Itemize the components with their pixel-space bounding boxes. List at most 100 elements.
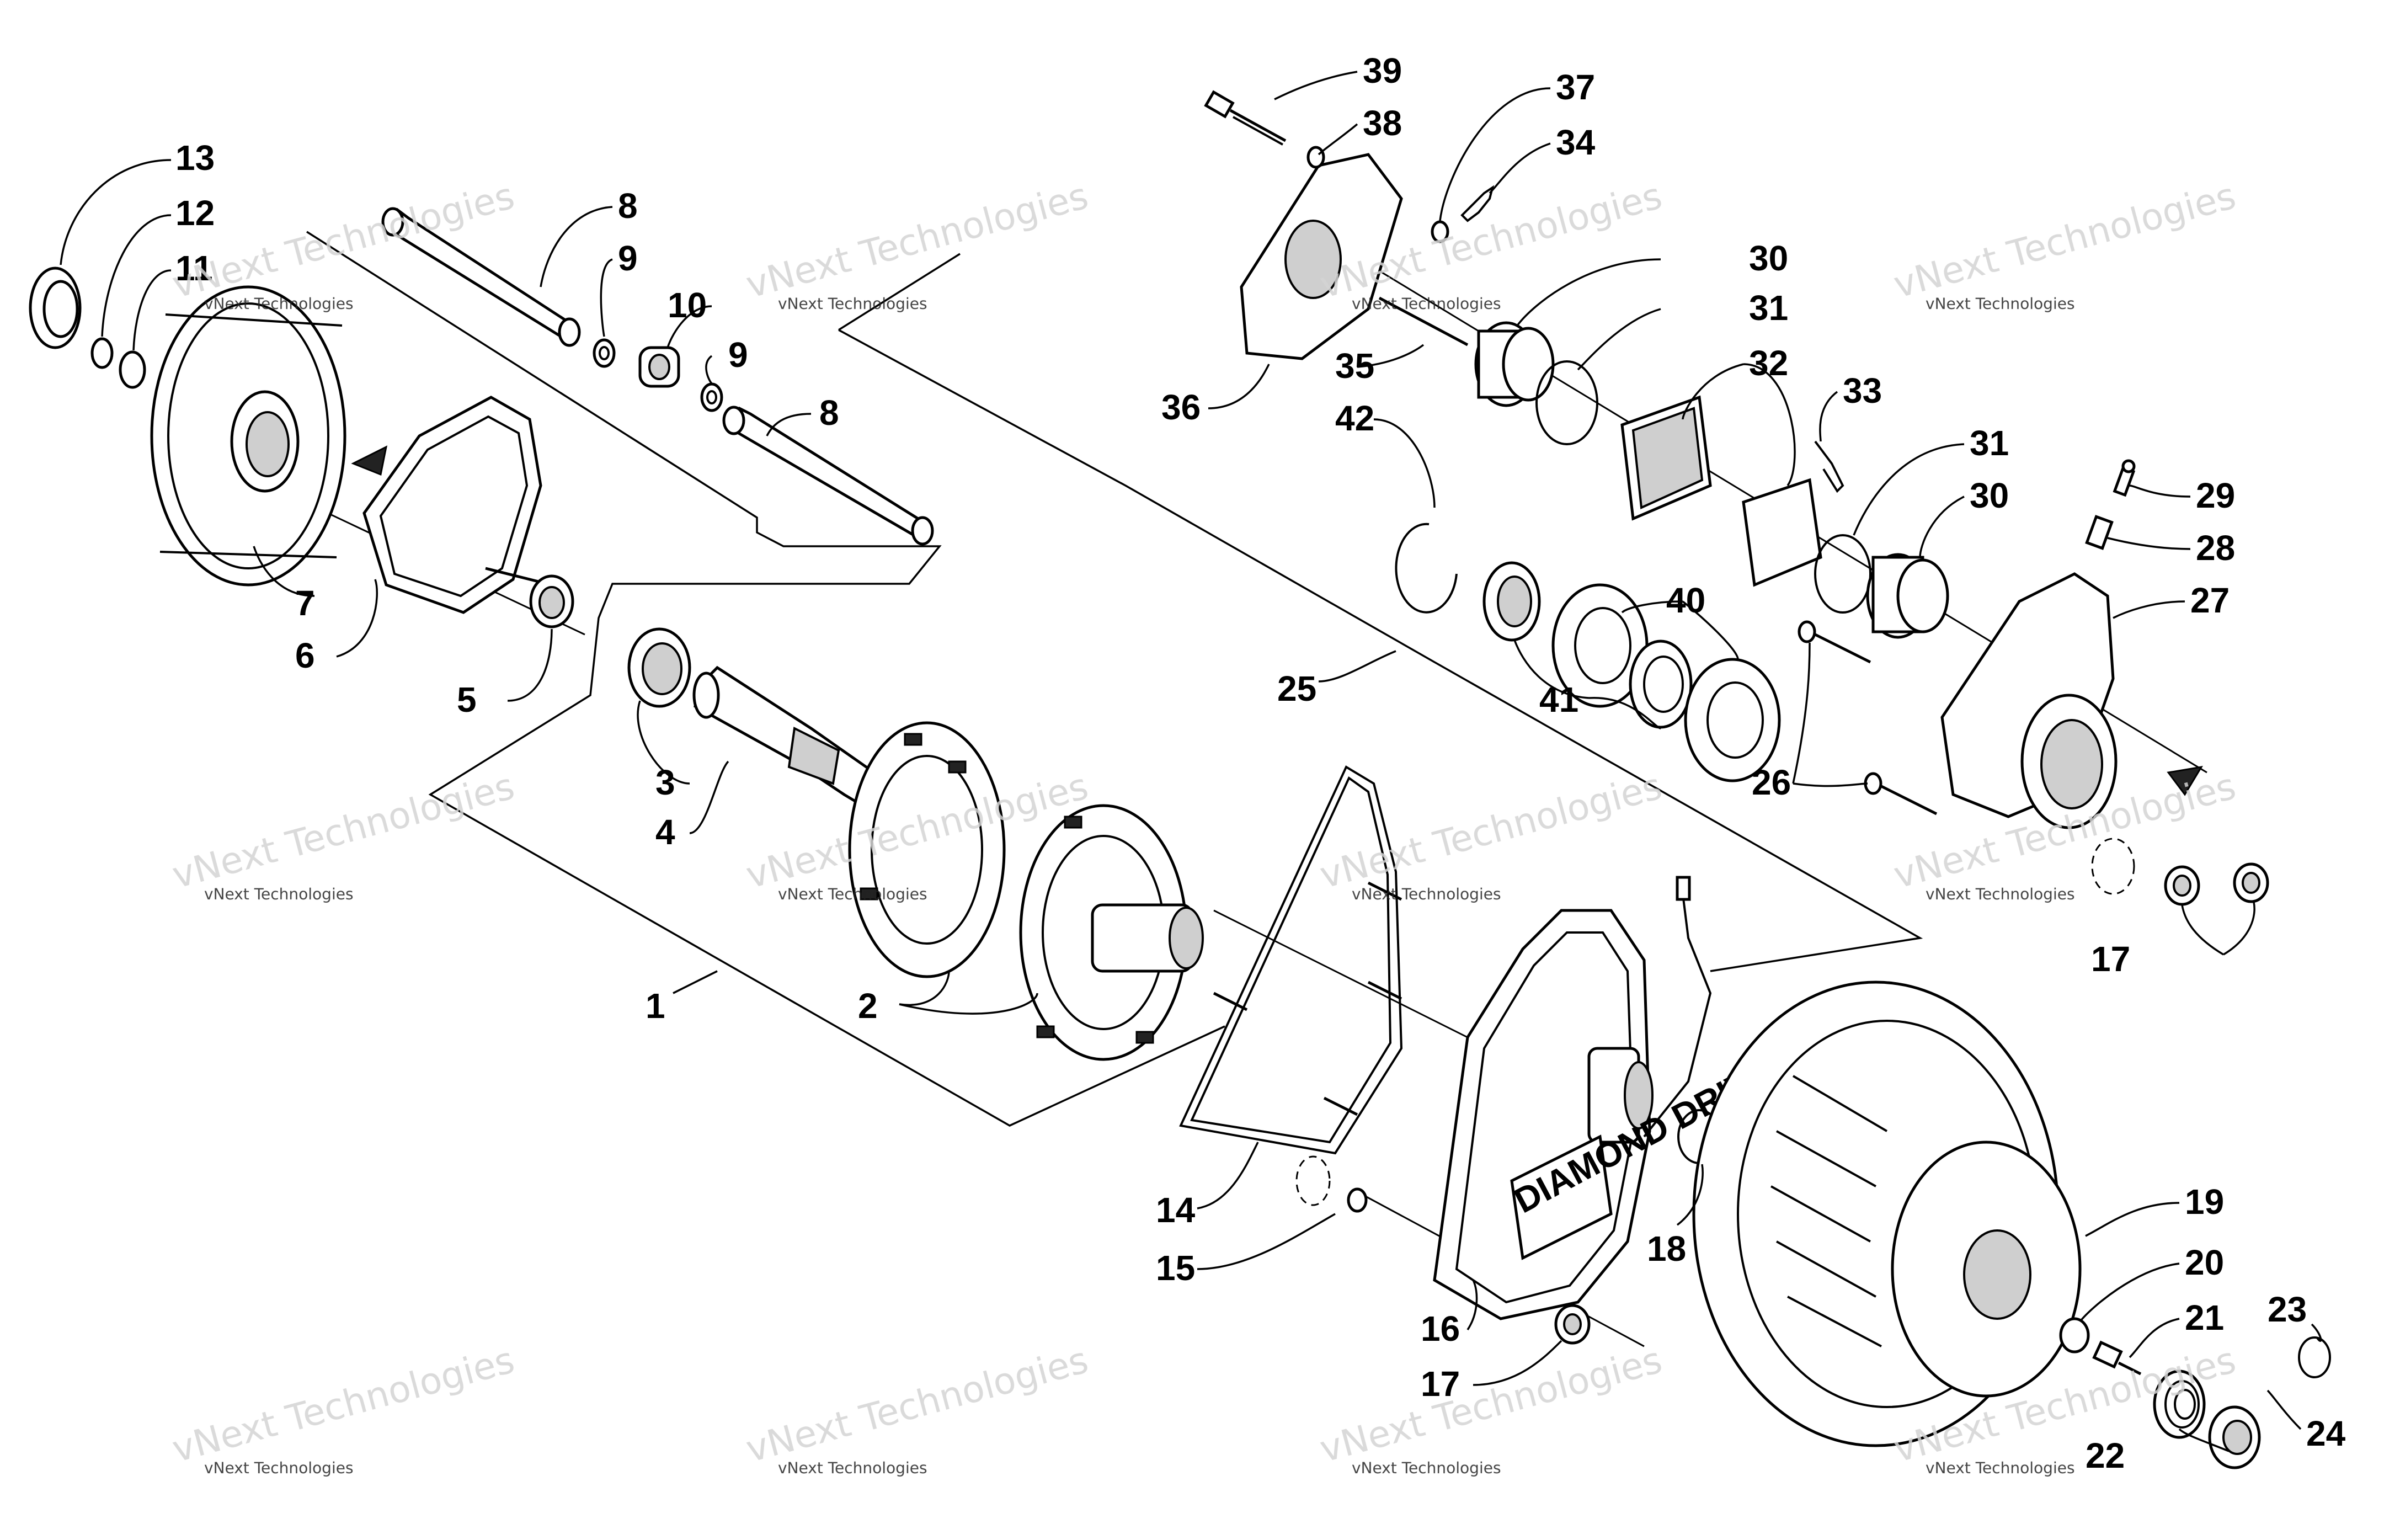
part-40-seal-b xyxy=(1684,658,1781,782)
part-7-drive-sheave xyxy=(150,285,346,587)
part-21-bolt xyxy=(2092,1340,2142,1376)
part-12-11-washers xyxy=(90,337,146,389)
part-32-brake-pad xyxy=(1620,395,1712,521)
callout-3: 3 xyxy=(655,763,675,802)
part-34-clip xyxy=(1460,185,1495,222)
callout-20: 20 xyxy=(2185,1243,2224,1282)
svg-text:vNext Technologies: vNext Technologies xyxy=(168,1339,519,1470)
part-9-washer-a xyxy=(593,338,616,368)
part-6-gasket xyxy=(362,396,552,614)
part-27-housing xyxy=(1940,572,2118,829)
callout-23: 23 xyxy=(2268,1289,2307,1329)
callout-21: 21 xyxy=(2185,1298,2224,1337)
part-17-nuts-right xyxy=(2091,838,2269,906)
svg-text:vNext Technologies: vNext Technologies xyxy=(778,1459,927,1477)
callout-39: 39 xyxy=(1363,51,1402,90)
callout-33: 33 xyxy=(1843,371,1882,411)
part-30-bearing-lower xyxy=(1866,553,1949,639)
part-2-sprockets xyxy=(848,721,1204,1061)
part-39-bolt xyxy=(1204,90,1287,146)
callout-40: 40 xyxy=(1666,580,1705,620)
part-20-washer xyxy=(2059,1317,2090,1354)
callout-14: 14 xyxy=(1156,1190,1196,1230)
callout-15: 15 xyxy=(1156,1248,1195,1288)
callout-17-right: 17 xyxy=(2091,939,2130,979)
callout-38: 38 xyxy=(1363,103,1402,143)
sensor-wire xyxy=(1643,893,1712,1138)
part-13-ring xyxy=(29,267,82,349)
svg-text:vNext Technologies: vNext Technologies xyxy=(204,295,354,313)
part-33-spring-clip xyxy=(1814,440,1844,493)
part-10-bushing xyxy=(638,346,680,388)
callout-25: 25 xyxy=(1277,669,1316,708)
part-30-bearing-upper xyxy=(1474,321,1555,407)
callout-41: 41 xyxy=(1539,680,1578,720)
svg-text:vNext Technologies: vNext Technologies xyxy=(742,174,1092,306)
callout-8-top: 8 xyxy=(618,186,638,226)
callout-7: 7 xyxy=(295,583,315,623)
svg-text:vNext Technologies: vNext Technologies xyxy=(1315,1339,1666,1470)
callout-37: 37 xyxy=(1556,67,1595,107)
callout-34: 34 xyxy=(1556,122,1596,162)
svg-text:vNext Technologies: vNext Technologies xyxy=(1926,1459,2075,1477)
part-24-cap xyxy=(2208,1405,2261,1469)
callout-11: 11 xyxy=(175,248,213,288)
callout-31-top: 31 xyxy=(1749,288,1788,328)
part-36-caliper xyxy=(1240,153,1403,360)
callout-30-top: 30 xyxy=(1749,238,1788,278)
part-28-fitting xyxy=(2085,515,2114,550)
callout-29: 29 xyxy=(2196,476,2235,515)
callout-36: 36 xyxy=(1161,387,1201,427)
part-35-pin xyxy=(1378,296,1469,347)
part-42-snap-ring xyxy=(1395,523,1458,614)
svg-text:vNext Technologies: vNext Technologies xyxy=(204,885,354,903)
callout-31-right: 31 xyxy=(1970,423,2009,463)
callout-35: 35 xyxy=(1335,346,1374,386)
part-8-shaft-lower xyxy=(722,406,934,546)
svg-text:vNext Technologies: vNext Technologies xyxy=(168,174,519,306)
svg-text:vNext Technologies: vNext Technologies xyxy=(1352,885,1501,903)
callout-4: 4 xyxy=(655,812,675,852)
part-26-bolts xyxy=(1798,620,1938,816)
callout-22: 22 xyxy=(2086,1436,2125,1475)
part-38-washer xyxy=(1306,146,1325,169)
callout-24: 24 xyxy=(2306,1414,2346,1453)
chaincase-logo-plate xyxy=(1510,1134,1613,1260)
part-15-plug xyxy=(1295,1155,1368,1213)
callout-30-right: 30 xyxy=(1970,476,2009,515)
part-41-ring xyxy=(1629,640,1693,729)
callout-9-top: 9 xyxy=(618,238,638,278)
part-19-driven-clutch xyxy=(1692,981,2082,1447)
callout-26: 26 xyxy=(1752,763,1791,802)
part-9-washer-b xyxy=(700,382,723,412)
svg-text:vNext Technologies: vNext Technologies xyxy=(1889,174,2240,306)
part-31-snap-ring-lower xyxy=(1814,534,1871,614)
svg-text:vNext Technologies: vNext Technologies xyxy=(1926,295,2075,313)
callout-28: 28 xyxy=(2196,528,2235,568)
part-37-washer xyxy=(1431,220,1449,243)
svg-text:vNext Technologies: vNext Technologies xyxy=(168,765,519,897)
part-14-gasket xyxy=(1179,765,1403,1155)
part-27-arrow xyxy=(2167,765,2203,796)
part-23-oring xyxy=(2298,1336,2331,1378)
callouts: 13 12 11 7 6 5 8 9 10 9 8 3 4 1 2 14 15 … xyxy=(175,51,2346,1475)
sensor-connector xyxy=(1676,876,1691,901)
callout-12: 12 xyxy=(175,193,215,233)
part-8-shaft-upper xyxy=(381,207,581,347)
svg-text:vNext Technologies: vNext Technologies xyxy=(778,885,927,903)
callout-17-bottom: 17 xyxy=(1421,1364,1460,1404)
part-22-spring xyxy=(2153,1370,2206,1439)
part-5-seal xyxy=(529,574,574,628)
callout-2: 2 xyxy=(858,986,878,1026)
svg-text:vNext Technologies: vNext Technologies xyxy=(1352,295,1501,313)
callout-42: 42 xyxy=(1335,398,1374,438)
svg-text:vNext Technologies: vNext Technologies xyxy=(778,295,927,313)
callout-5: 5 xyxy=(457,680,477,720)
callout-1: 1 xyxy=(646,986,665,1026)
callout-19: 19 xyxy=(2185,1182,2224,1222)
group-brackets xyxy=(306,231,1923,1127)
part-7-arrow xyxy=(351,445,388,476)
callout-16: 16 xyxy=(1421,1309,1460,1349)
svg-text:vNext Technologies: vNext Technologies xyxy=(204,1459,354,1477)
callout-27: 27 xyxy=(2190,580,2230,620)
